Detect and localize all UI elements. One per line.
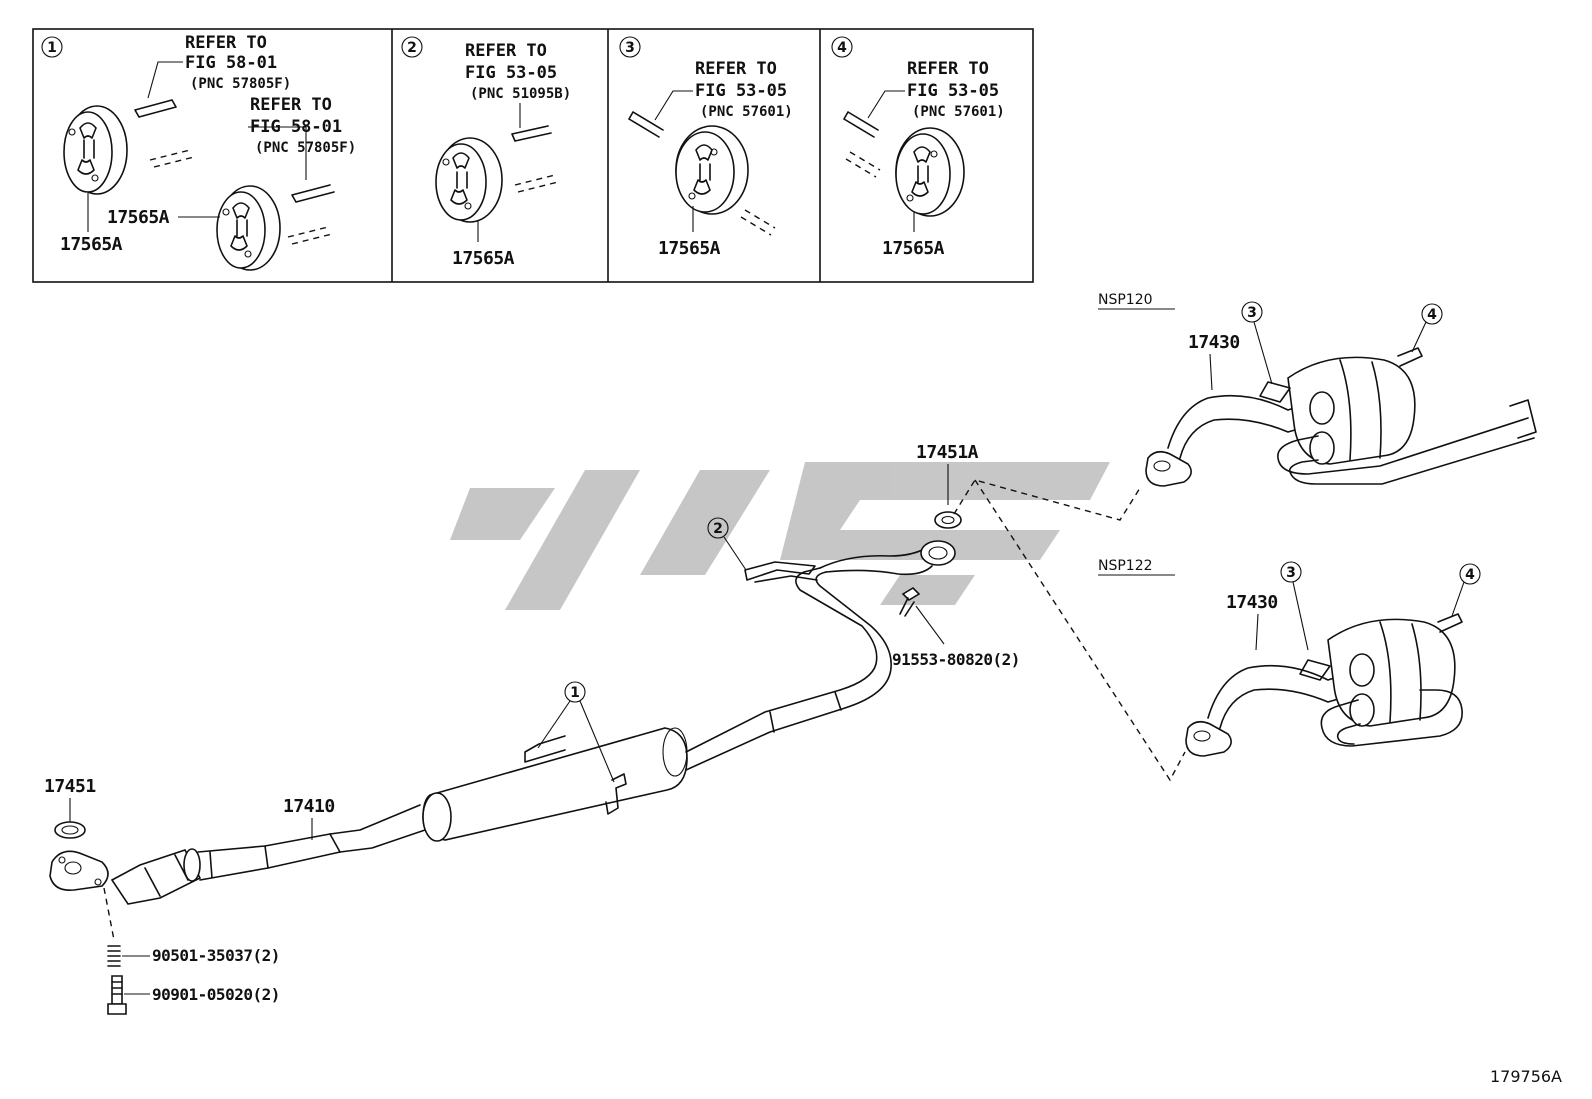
front-fasteners: 90501-35037(2) 90901-05020(2) bbox=[103, 887, 280, 1015]
hanger-rod-icon bbox=[628, 111, 776, 236]
assembly-connector-lines bbox=[953, 479, 1186, 782]
model-code-nsp120: NSP120 bbox=[1098, 292, 1153, 308]
rubber-hanger-icon bbox=[675, 125, 749, 215]
part-number-17565a: 17565A bbox=[882, 238, 945, 259]
refer-to-pnc: (PNC 57601) bbox=[912, 104, 1005, 120]
center-bolt: 91553-80820(2) bbox=[892, 586, 1020, 669]
front-gasket: 17451 bbox=[44, 776, 96, 839]
part-number-17451a: 17451A bbox=[916, 442, 979, 463]
refer-to-fig: FIG 53-05 bbox=[907, 81, 999, 101]
panel-number: 3 bbox=[625, 40, 635, 56]
refer-to-line: REFER TO bbox=[695, 59, 777, 79]
tail-pipe-nsp120: NSP120 17430 3 4 bbox=[1098, 292, 1537, 487]
part-number-17410: 17410 bbox=[283, 796, 335, 817]
panel-number: 1 bbox=[47, 40, 57, 56]
model-code-nsp122: NSP122 bbox=[1098, 558, 1153, 574]
refer-to-pnc: (PNC 57601) bbox=[700, 104, 793, 120]
spring-icon bbox=[107, 945, 121, 967]
rubber-hanger-icon bbox=[435, 137, 503, 223]
part-number-17565a: 17565A bbox=[658, 238, 721, 259]
part-number-90501-35037: 90501-35037(2) bbox=[152, 946, 280, 965]
part-number-91553-80820: 91553-80820(2) bbox=[892, 650, 1020, 669]
part-number-17565a: 17565A bbox=[452, 248, 515, 269]
refer-to-fig: FIG 53-05 bbox=[465, 63, 557, 83]
svg-text:2: 2 bbox=[713, 521, 723, 537]
inset-panel-3: 3 REFER TO FIG 53-05 (PNC 57601) 17565A bbox=[619, 36, 793, 259]
refer-to-fig: FIG 53-05 bbox=[695, 81, 787, 101]
hanger-rod-icon bbox=[134, 99, 335, 245]
part-number-17565a: 17565A bbox=[107, 207, 170, 228]
callout-hanger-1: 1 bbox=[537, 681, 615, 783]
figure-number: 179756A bbox=[1490, 1067, 1562, 1086]
center-muffler bbox=[422, 567, 892, 842]
part-number-17430: 17430 bbox=[1188, 332, 1240, 353]
inset-frame bbox=[32, 28, 1034, 283]
rubber-hanger-icon bbox=[895, 127, 965, 217]
bolt-icon bbox=[107, 975, 127, 1015]
rubber-hanger-icon bbox=[63, 105, 128, 195]
center-gasket: 17451A bbox=[916, 442, 979, 529]
part-number-90901-05020: 90901-05020(2) bbox=[152, 985, 280, 1004]
hanger-rod-icon bbox=[843, 111, 881, 178]
refer-to-pnc: (PNC 57805F) bbox=[190, 76, 291, 92]
hanger-rod-icon bbox=[511, 125, 559, 193]
rubber-hanger-icon bbox=[216, 185, 281, 271]
inset-panel-1: 1 REFER TO FIG 58-01 (PNC 57805F) REFER … bbox=[41, 33, 356, 271]
callout-3: 3 bbox=[1286, 565, 1296, 581]
front-exhaust-pipe: 17410 bbox=[49, 796, 426, 905]
part-number-17565a: 17565A bbox=[60, 234, 123, 255]
center-pipe bbox=[744, 540, 956, 583]
inset-panel-2: 2 REFER TO FIG 53-05 (PNC 51095B) 17565A bbox=[401, 36, 571, 269]
watermark-logo bbox=[450, 462, 1110, 610]
refer-to-pnc: (PNC 51095B) bbox=[470, 86, 571, 102]
refer-to-line: REFER TO bbox=[185, 33, 267, 53]
svg-text:1: 1 bbox=[570, 685, 580, 701]
panel-number: 2 bbox=[407, 40, 417, 56]
part-number-17451: 17451 bbox=[44, 776, 96, 797]
refer-to-line: REFER TO bbox=[907, 59, 989, 79]
refer-to-fig: FIG 58-01 bbox=[185, 53, 277, 73]
callout-3: 3 bbox=[1247, 305, 1257, 321]
tail-pipe-nsp122: NSP122 17430 3 4 bbox=[1098, 558, 1481, 757]
panel-number: 4 bbox=[837, 40, 847, 56]
inset-panel-4: 4 REFER TO FIG 53-05 (PNC 57601) 17565A bbox=[831, 36, 1005, 259]
callout-hanger-2: 2 bbox=[707, 517, 747, 571]
refer-to-line: REFER TO bbox=[250, 95, 332, 115]
refer-to-line: REFER TO bbox=[465, 41, 547, 61]
callout-4: 4 bbox=[1465, 567, 1475, 583]
callout-4: 4 bbox=[1427, 307, 1437, 323]
part-number-17430: 17430 bbox=[1226, 592, 1278, 613]
